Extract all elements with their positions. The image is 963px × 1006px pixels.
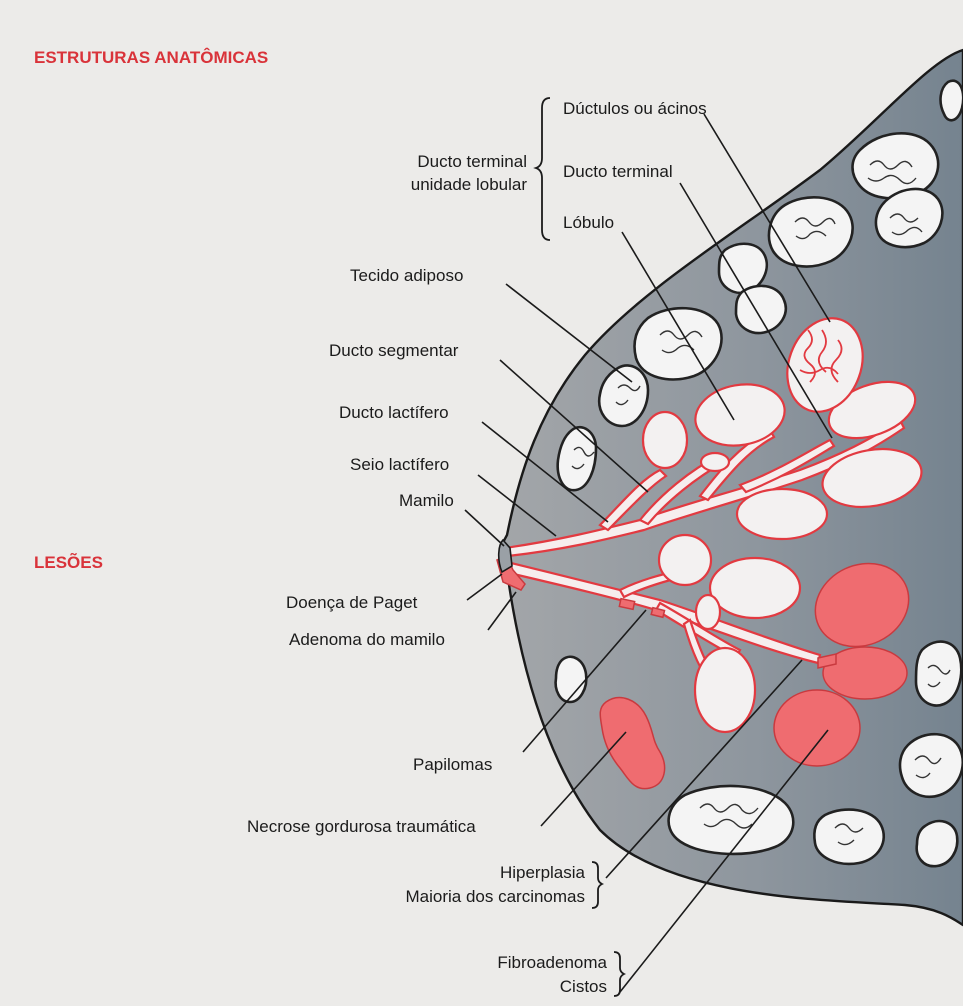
fat-lobule bbox=[736, 286, 786, 333]
label-unidade-line1: Ducto terminal bbox=[417, 152, 527, 171]
label-paget: Doença de Paget bbox=[286, 593, 418, 612]
fat-lobule bbox=[900, 734, 963, 797]
brace-hiperplasia bbox=[592, 862, 602, 908]
label-adenoma: Adenoma do mamilo bbox=[289, 630, 445, 649]
label-mamilo: Mamilo bbox=[399, 491, 454, 510]
fat-lobule bbox=[556, 657, 587, 702]
label-papilomas: Papilomas bbox=[413, 755, 492, 774]
fat-lobule bbox=[769, 197, 853, 266]
label-hiperplasia: Hiperplasia bbox=[500, 863, 586, 882]
label-lobulo: Lóbulo bbox=[563, 213, 614, 232]
lobule bbox=[701, 453, 729, 471]
lobule bbox=[710, 558, 800, 618]
fat-lobule bbox=[941, 81, 963, 121]
label-unidade-line2: unidade lobular bbox=[411, 175, 528, 194]
lobule bbox=[643, 412, 687, 468]
fat-lobule bbox=[917, 821, 958, 866]
cyst-lesion bbox=[774, 690, 860, 766]
label-seio-lactifero: Seio lactífero bbox=[350, 455, 449, 474]
label-cistos: Cistos bbox=[560, 977, 607, 996]
label-ducto-segmentar: Ducto segmentar bbox=[329, 341, 459, 360]
lobule bbox=[659, 535, 711, 585]
label-carcinomas: Maioria dos carcinomas bbox=[405, 887, 585, 906]
section-anatomy-heading: ESTRUTURAS ANATÔMICAS bbox=[34, 48, 268, 67]
fat-lobule bbox=[814, 810, 883, 864]
lobule bbox=[737, 489, 827, 539]
fat-lobule bbox=[635, 308, 722, 379]
lobule bbox=[696, 595, 720, 629]
label-necrose: Necrose gordurosa traumática bbox=[247, 817, 476, 836]
label-ductulos: Dúctulos ou ácinos bbox=[563, 99, 707, 118]
lobule bbox=[695, 648, 755, 732]
section-lesions-heading: LESÕES bbox=[34, 552, 103, 572]
label-ducto-terminal: Ducto terminal bbox=[563, 162, 673, 181]
label-tecido-adiposo: Tecido adiposo bbox=[350, 266, 463, 285]
brace-unidade bbox=[536, 98, 550, 240]
fat-lobule bbox=[916, 642, 961, 706]
label-ducto-lactifero: Ducto lactífero bbox=[339, 403, 449, 422]
label-fibroadenoma: Fibroadenoma bbox=[497, 953, 607, 972]
